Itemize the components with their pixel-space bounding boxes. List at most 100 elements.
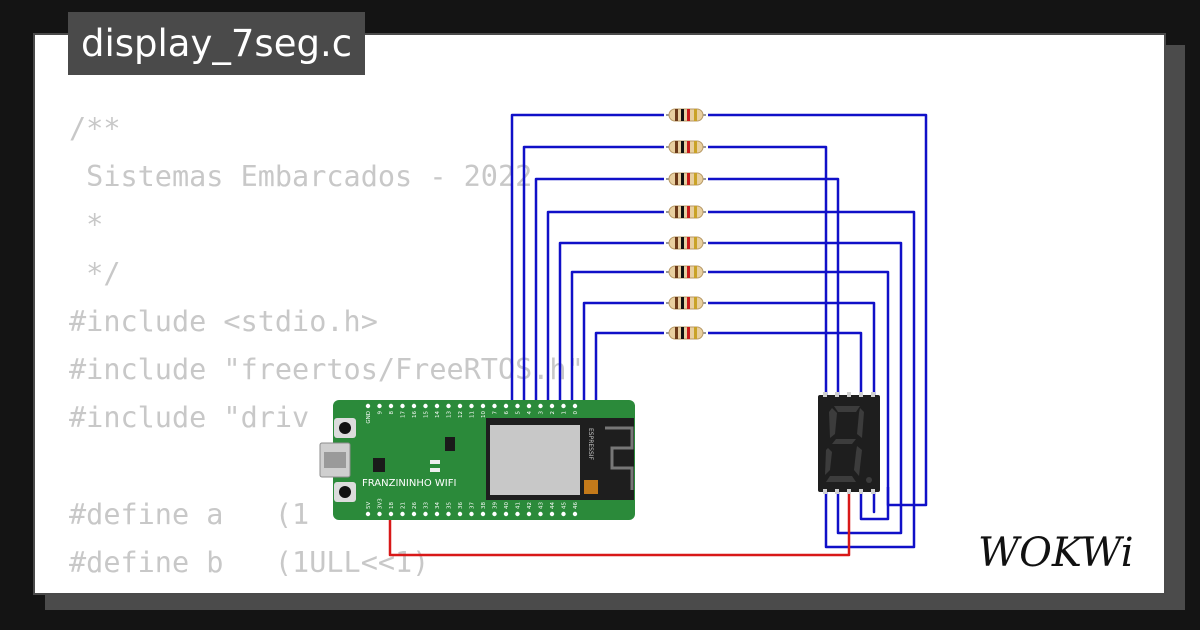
display-pin[interactable] — [847, 392, 851, 397]
board-pin[interactable] — [503, 511, 509, 517]
board-pin[interactable] — [423, 511, 428, 517]
signal-wire[interactable] — [708, 270, 890, 521]
board-pin[interactable] — [538, 511, 543, 517]
preview-card: /** Sistemas Embarcados - 2022 * */#incl… — [33, 33, 1166, 595]
display-pin[interactable] — [847, 489, 851, 494]
board-pin[interactable] — [572, 511, 578, 517]
chip-icon — [373, 458, 385, 472]
board-pin[interactable] — [561, 403, 566, 409]
wire-group — [510, 113, 928, 549]
resistor[interactable] — [665, 326, 707, 340]
board-pin[interactable] — [480, 403, 486, 409]
display-pin[interactable] — [859, 489, 863, 494]
signal-wire[interactable] — [570, 270, 664, 406]
signal-wire[interactable] — [594, 331, 664, 406]
code-line: #define a (1 — [69, 497, 310, 531]
display-pin[interactable] — [835, 392, 839, 397]
board-pin[interactable] — [480, 511, 486, 517]
pin-label: 6 — [504, 411, 510, 415]
module-label: ESPRESSIF — [587, 428, 594, 461]
seven-segment-display[interactable] — [818, 392, 880, 494]
resistor[interactable] — [665, 265, 707, 279]
signal-wire[interactable] — [708, 331, 863, 395]
board-pin[interactable] — [365, 511, 371, 517]
signal-wire[interactable] — [708, 177, 840, 395]
board-pin[interactable] — [400, 403, 405, 409]
board-pin[interactable] — [434, 511, 440, 517]
board-pin[interactable] — [538, 403, 543, 409]
board-pin[interactable] — [388, 511, 394, 517]
pin-label: 36 — [458, 502, 464, 509]
board-pin[interactable] — [377, 511, 382, 517]
board-pin[interactable] — [457, 403, 463, 409]
pin-label: 17 — [401, 411, 407, 418]
display-pin[interactable] — [871, 392, 875, 397]
board-pin[interactable] — [526, 403, 532, 409]
signal-wire[interactable] — [510, 113, 664, 406]
resistor-group — [665, 108, 707, 340]
pin-label: 37 — [470, 502, 476, 509]
display-pin[interactable] — [823, 392, 827, 397]
board-pin[interactable] — [503, 403, 509, 409]
resistor[interactable] — [665, 205, 707, 219]
board-pin[interactable] — [411, 403, 417, 409]
board-pin[interactable] — [549, 511, 555, 517]
reset-button-icon — [339, 486, 351, 498]
pin-label: 12 — [458, 411, 464, 418]
module-shield — [490, 425, 580, 495]
board-label: FRANZININHO WIFI — [362, 478, 456, 489]
resistor[interactable] — [665, 108, 707, 122]
signal-wire[interactable] — [708, 241, 903, 535]
signal-wire[interactable] — [708, 113, 928, 507]
board-pin[interactable] — [400, 511, 405, 517]
code-line: */ — [69, 256, 121, 290]
board-pin[interactable] — [549, 403, 555, 409]
board-pin[interactable] — [526, 511, 532, 517]
pin-label: 42 — [527, 502, 533, 509]
pin-label: 11 — [470, 411, 476, 418]
board-pin[interactable] — [515, 511, 520, 517]
board-pin[interactable] — [423, 403, 428, 409]
signal-wire[interactable] — [582, 301, 664, 406]
resistor[interactable] — [665, 296, 707, 310]
pin-label: 7 — [493, 411, 499, 415]
signal-wire[interactable] — [546, 210, 664, 406]
board-pin[interactable] — [434, 403, 440, 409]
board-pin[interactable] — [469, 511, 474, 517]
signal-wire[interactable] — [522, 145, 664, 406]
board-pin[interactable] — [492, 403, 497, 409]
board-pin[interactable] — [492, 511, 497, 517]
board-pin[interactable] — [446, 403, 451, 409]
resistor[interactable] — [665, 172, 707, 186]
pin-label: 0 — [573, 411, 579, 415]
board-pin[interactable] — [446, 511, 451, 517]
display-pin[interactable] — [871, 489, 875, 494]
power-wire[interactable] — [388, 487, 851, 557]
display-pin[interactable] — [859, 392, 863, 397]
display-pin[interactable] — [835, 489, 839, 494]
board-pin[interactable] — [561, 511, 566, 517]
board-pin[interactable] — [572, 403, 578, 409]
board-pin[interactable] — [457, 511, 463, 517]
board-pin[interactable] — [377, 403, 382, 409]
resistor[interactable] — [665, 140, 707, 154]
board-pin[interactable] — [411, 511, 417, 517]
board-pin[interactable] — [469, 403, 474, 409]
display-pin[interactable] — [823, 489, 827, 494]
pin-label: 3V3 — [378, 498, 384, 509]
resistor[interactable] — [665, 236, 707, 250]
signal-wire[interactable] — [708, 210, 916, 549]
signal-wire[interactable] — [534, 177, 664, 406]
signal-wire[interactable] — [708, 145, 828, 395]
board-pin[interactable] — [365, 403, 371, 409]
board-pin[interactable] — [388, 403, 394, 409]
pin-label: 43 — [539, 502, 545, 509]
signal-wire[interactable] — [558, 241, 664, 406]
pin-label: 38 — [481, 502, 487, 509]
pin-label: 18 — [389, 502, 395, 509]
wokwi-logo: WOKWi — [978, 530, 1134, 576]
pin-label: 1 — [562, 411, 568, 415]
board-pin[interactable] — [515, 403, 520, 409]
pin-label: 5 — [516, 411, 522, 415]
